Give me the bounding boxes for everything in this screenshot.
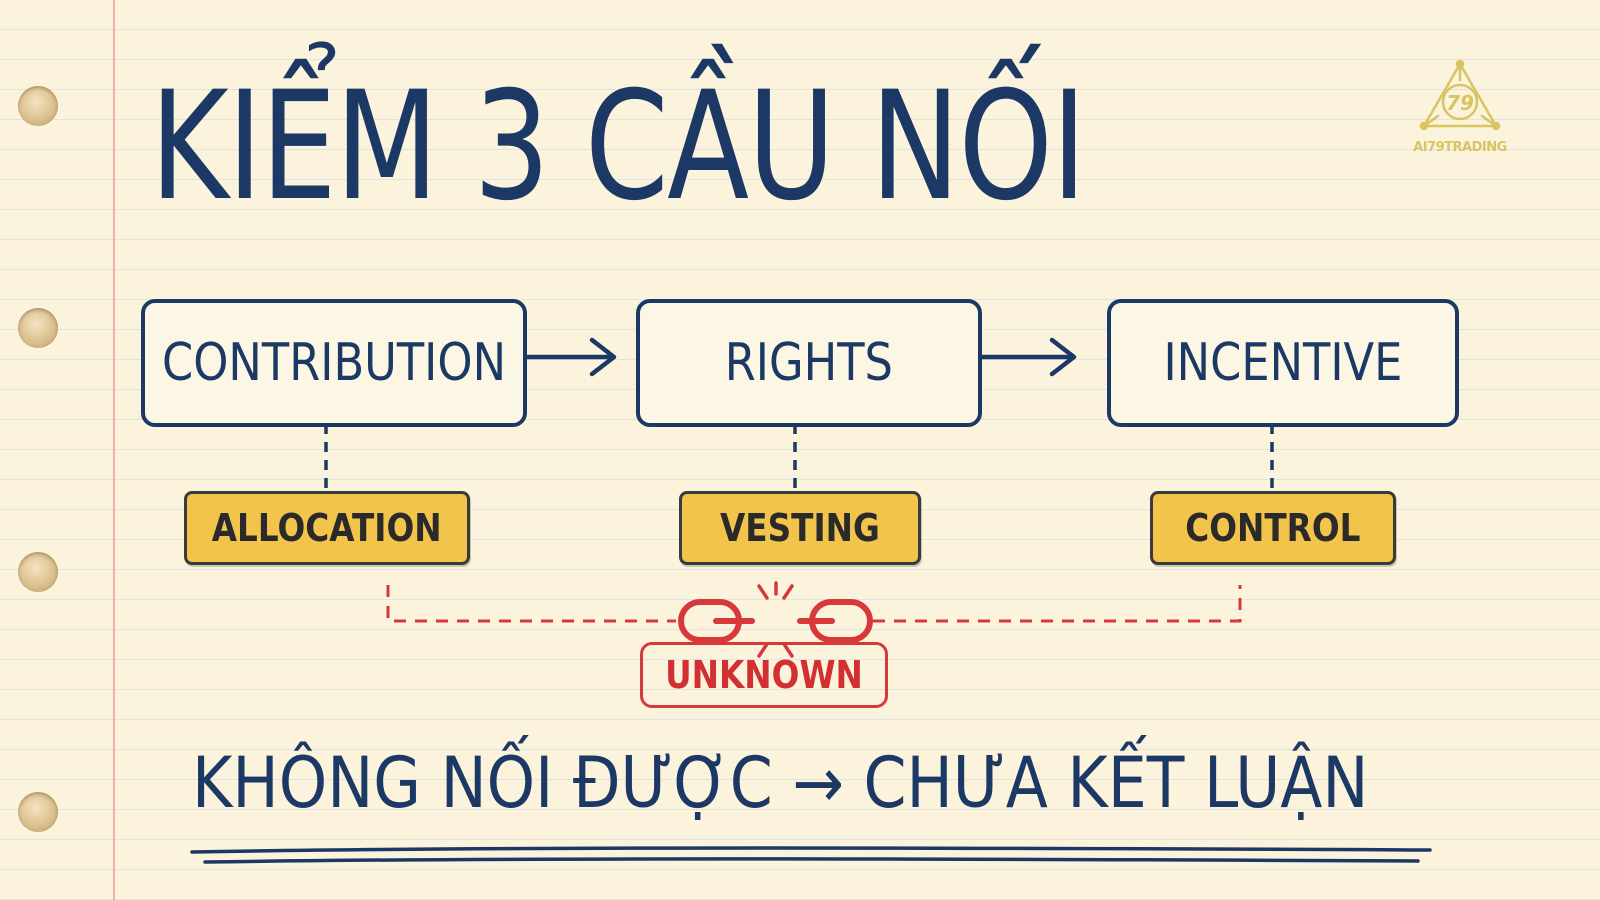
conclusion-underline: [190, 846, 1432, 864]
box-incentive-label: INCENTIVE: [1163, 333, 1403, 393]
logo-badge-number: 79: [1446, 91, 1474, 115]
page-title: KIỂM 3 CẦU NỐI: [150, 60, 1087, 234]
box-incentive: INCENTIVE: [1107, 299, 1459, 427]
unknown-badge: UNKNOWN: [640, 642, 888, 708]
box-rights-label: RIGHTS: [724, 333, 894, 393]
unknown-badge-label: UNKNOWN: [665, 653, 863, 697]
brand-logo: 79 AI79TRADING: [1402, 58, 1518, 158]
box-contribution: CONTRIBUTION: [141, 299, 527, 427]
triangle-logo-icon: 79: [1419, 59, 1501, 131]
tag-vesting: VESTING: [679, 491, 921, 565]
tag-allocation-label: ALLOCATION: [212, 506, 442, 550]
box-rights: RIGHTS: [636, 299, 982, 427]
tag-allocation: ALLOCATION: [184, 491, 470, 565]
tag-control-label: CONTROL: [1185, 506, 1361, 550]
red-dashed-connector: [386, 585, 1242, 623]
arrow-rights-to-incentive-icon: [967, 337, 1077, 377]
binder-hole: [18, 308, 58, 348]
logo-brand-text: AI79TRADING: [1413, 140, 1507, 155]
broken-link-icon: [678, 581, 873, 658]
binder-hole: [18, 86, 58, 126]
binder-hole: [18, 792, 58, 832]
arrow-contribution-to-rights-icon: [519, 337, 617, 377]
box-contribution-label: CONTRIBUTION: [161, 333, 507, 393]
binder-hole: [18, 552, 58, 592]
tag-vesting-label: VESTING: [720, 506, 880, 550]
margin-line: [113, 0, 115, 900]
tag-control: CONTROL: [1150, 491, 1396, 565]
conclusion-text: KHÔNG NỐI ĐƯỢC → CHƯA KẾT LUẬN: [192, 742, 1369, 824]
